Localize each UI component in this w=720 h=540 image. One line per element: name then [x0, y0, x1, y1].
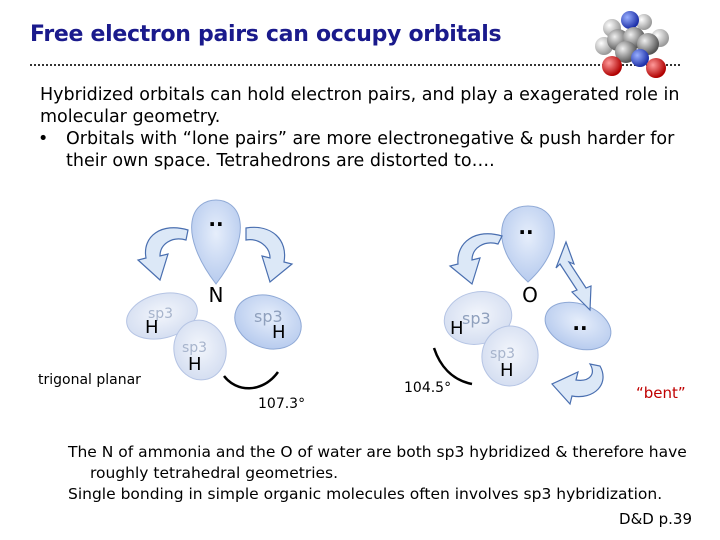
intro-paragraph: Hybridized orbitals can hold electron pa…	[40, 85, 680, 127]
ammonia-right-orbital	[234, 294, 302, 350]
caption-line-3: Single bonding in simple organic molecul…	[68, 485, 663, 503]
bullet-marker: •	[38, 129, 49, 149]
water-angle-arc	[432, 347, 473, 386]
ammonia-lone-pair-dots: ..	[208, 207, 223, 231]
water-curved-arrow-bottom	[551, 363, 604, 406]
water-shape-label: “bent”	[636, 384, 686, 402]
water-bottom-sp3-label: sp3	[490, 346, 515, 362]
slide-title: Free electron pairs can occupy orbitals	[30, 22, 502, 47]
ammonia-model: .. N sp3 H sp3 H sp3 H 107.3° trigonal p…	[38, 199, 305, 412]
ammonia-left-hydrogen: H	[145, 317, 159, 338]
ammonia-shape-label: trigonal planar	[38, 372, 141, 388]
ammonia-right-sp3-label: sp3	[254, 307, 283, 326]
water-curved-arrow-top	[448, 233, 503, 286]
water-lone-pair-dots-top: ..	[518, 215, 533, 239]
ammonia-center-atom: N	[209, 283, 224, 307]
water-lone-pair-dots-right: ..	[572, 311, 587, 335]
caption-line-2: roughly tetrahedral geometries.	[90, 464, 339, 482]
source-reference: D&D p.39	[619, 510, 692, 528]
ammonia-right-hydrogen: H	[272, 322, 286, 343]
water-bond-angle: 104.5°	[404, 380, 451, 396]
water-model: .. .. O sp3 H sp3 H 104.5° “bent”	[404, 205, 686, 406]
caption-line-1: The N of ammonia and the O of water are …	[68, 443, 687, 461]
ammonia-lone-pair-orbital	[191, 199, 241, 285]
ammonia-angle-arc	[223, 371, 280, 390]
water-center-atom: O	[522, 283, 538, 307]
bullet-text: Orbitals with “lone pairs” are more elec…	[66, 129, 675, 171]
caption-block: The N of ammonia and the O of water are …	[68, 442, 708, 505]
ammonia-bottom-sp3-label: sp3	[182, 340, 207, 356]
ammonia-right-curved-arrow	[245, 226, 294, 284]
molecule-model-icon	[595, 11, 669, 78]
hybridization-diagram: .. N sp3 H sp3 H sp3 H 107.3° trigonal p…	[38, 199, 686, 412]
water-lone-pair-orbital-top	[501, 205, 555, 283]
water-bottom-hydrogen: H	[500, 360, 514, 381]
ammonia-bond-angle: 107.3°	[258, 396, 305, 412]
water-bottom-orbital	[481, 325, 539, 387]
ammonia-left-orbital	[126, 292, 198, 340]
title-divider	[30, 64, 680, 66]
water-left-hydrogen: H	[450, 318, 464, 339]
ammonia-left-sp3-label: sp3	[148, 306, 173, 322]
ammonia-left-curved-arrow	[136, 227, 189, 282]
ammonia-bottom-hydrogen: H	[188, 354, 202, 375]
water-left-sp3-label: sp3	[462, 309, 491, 328]
ammonia-bottom-orbital	[173, 319, 227, 381]
water-double-arrow	[555, 240, 592, 312]
